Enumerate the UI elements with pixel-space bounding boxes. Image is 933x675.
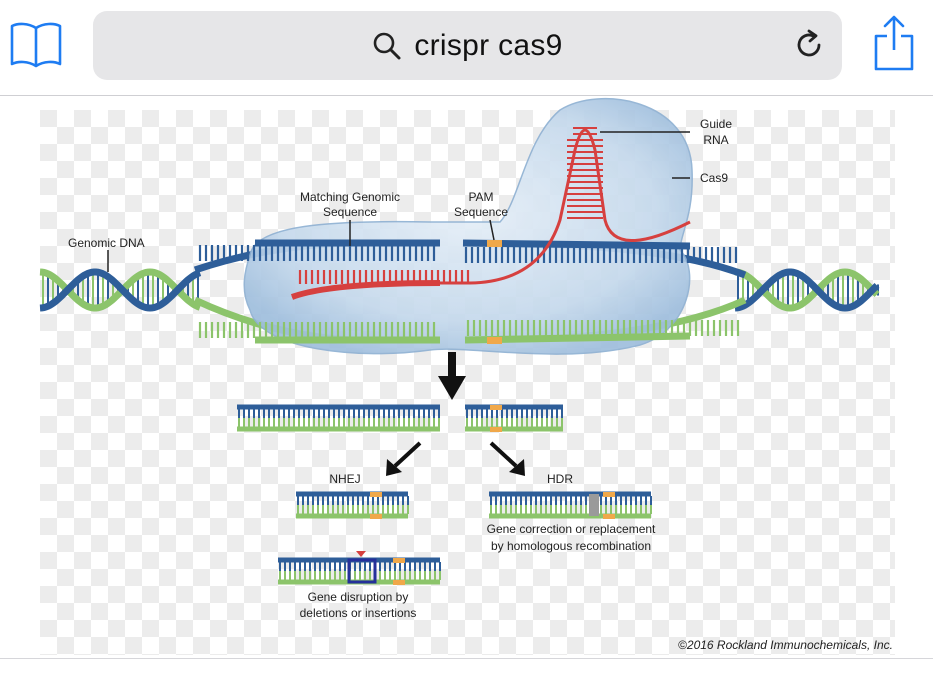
hdr-caption-1: Gene correction or replacement	[487, 522, 656, 536]
nhej-repaired-dna	[296, 491, 409, 519]
top-strand-bases	[198, 245, 738, 263]
label-hdr: HDR	[547, 472, 573, 486]
label-guide-1: Guide	[700, 117, 732, 131]
bottom-strand-bases	[198, 320, 740, 338]
label-guide-2: RNA	[703, 133, 728, 147]
pam-marker-top	[487, 240, 502, 247]
down-arrow-icon	[438, 352, 466, 400]
label-genomic-dna: Genomic DNA	[68, 236, 145, 250]
pam-marker-bottom	[487, 337, 502, 344]
genomic-dna-helix-right	[734, 268, 880, 312]
mutation-marker-icon	[356, 551, 366, 557]
copyright-notice: ©2016 Rockland Immunochemicals, Inc.	[678, 638, 893, 652]
arrow-to-nhej-icon	[386, 441, 422, 476]
page-content: Genomic DNA Matching Genomic Sequence PA…	[0, 96, 933, 659]
hdr-repaired-dna	[489, 491, 652, 519]
search-query: crispr cas9	[414, 28, 563, 62]
browser-toolbar: crispr cas9	[0, 0, 933, 96]
label-pam-1: PAM	[468, 190, 493, 204]
page-divider	[0, 658, 933, 659]
reload-icon[interactable]	[792, 28, 826, 62]
label-matching-1: Matching Genomic	[300, 190, 400, 204]
label-nhej: NHEJ	[329, 472, 360, 486]
crispr-cas9-diagram: Genomic DNA Matching Genomic Sequence PA…	[39, 98, 895, 655]
address-bar[interactable]: crispr cas9	[93, 11, 842, 80]
nhej-caption-2: deletions or insertions	[300, 606, 417, 620]
guide-rna-hairpin	[567, 127, 603, 219]
cleaved-dna	[237, 404, 563, 432]
bookmarks-icon[interactable]	[10, 20, 62, 70]
label-pam-2: Sequence	[454, 205, 508, 219]
hdr-caption-2: by homologous recombination	[491, 539, 651, 553]
arrow-to-hdr-icon	[489, 441, 525, 476]
nhej-caption-1: Gene disruption by	[308, 590, 409, 604]
transparency-background	[40, 110, 895, 655]
label-matching-2: Sequence	[323, 205, 377, 219]
search-icon	[374, 32, 401, 59]
share-icon[interactable]	[872, 14, 916, 72]
genomic-dna-helix-left	[39, 268, 202, 312]
label-cas9: Cas9	[700, 171, 728, 185]
disrupted-gene-dna	[278, 557, 441, 585]
